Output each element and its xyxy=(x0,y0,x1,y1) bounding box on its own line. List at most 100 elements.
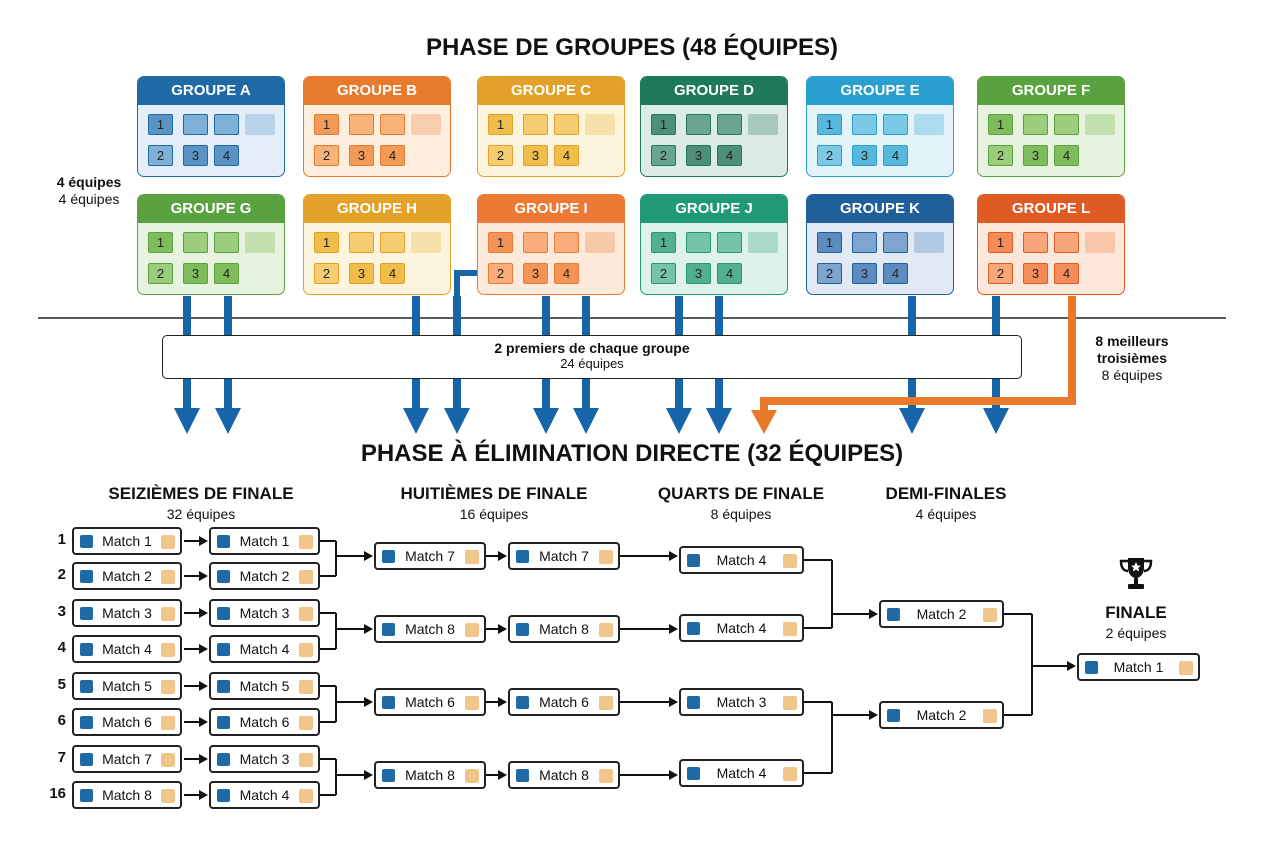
team-orange-marker xyxy=(161,789,175,803)
match-label: Match 8 xyxy=(539,621,589,637)
team-blue-marker xyxy=(217,643,230,656)
bracket-arrowhead xyxy=(498,551,507,561)
match-box-round16[interactable]: Match 6 xyxy=(374,688,486,716)
qualifier-arrow-head xyxy=(174,408,200,434)
match-box-round32[interactable]: Match 2 xyxy=(209,562,320,590)
match-box-round32[interactable]: Match 1 xyxy=(209,527,320,555)
match-box-round32[interactable]: Match 7 xyxy=(72,745,182,773)
stage-name: QUARTS DE FINALE xyxy=(657,484,825,503)
team-slot xyxy=(349,114,374,135)
bracket-arrowhead xyxy=(199,644,208,654)
team-orange-marker xyxy=(783,622,797,636)
team-blue-marker xyxy=(217,789,230,802)
match-label: Match 8 xyxy=(539,767,589,783)
team-slot: 1 xyxy=(651,114,676,135)
match-label: Match 7 xyxy=(405,548,455,564)
match-box-semi[interactable]: Match 2 xyxy=(879,600,1004,628)
team-slot xyxy=(554,114,579,135)
team-slot-empty xyxy=(585,232,615,253)
match-box-round16[interactable]: Match 8 xyxy=(374,615,486,643)
team-slot: 2 xyxy=(488,263,513,284)
match-box-round16[interactable]: Match 8 xyxy=(374,761,486,789)
team-blue-marker xyxy=(217,570,230,583)
team-orange-marker xyxy=(599,623,613,637)
match-box-round32[interactable]: Match 3 xyxy=(209,599,320,627)
team-slot xyxy=(214,232,239,253)
match-label: Match 2 xyxy=(239,568,290,584)
match-label: Match 5 xyxy=(102,678,152,694)
match-box-round32[interactable]: Match 4 xyxy=(209,635,320,663)
team-orange-marker xyxy=(465,696,479,710)
match-box-round32[interactable]: Match 2 xyxy=(72,562,182,590)
team-slot: 4 xyxy=(380,263,405,284)
match-box-round16[interactable]: Match 8 xyxy=(508,615,620,643)
qualifier-arrow-head xyxy=(444,408,470,434)
team-slot xyxy=(717,232,742,253)
match-label: Match 3 xyxy=(239,751,290,767)
team-orange-marker xyxy=(299,680,313,694)
match-box-round32[interactable]: Match 5 xyxy=(209,672,320,700)
match-box-final[interactable]: Match 1 xyxy=(1077,653,1200,681)
team-blue-marker xyxy=(382,550,395,563)
team-slot: 3 xyxy=(349,145,374,166)
stage-count: 32 équipes xyxy=(166,506,236,522)
final-count: 2 équipes xyxy=(1105,625,1167,641)
seed-number: 1 xyxy=(57,531,66,548)
match-box-quarter[interactable]: Match 4 xyxy=(679,614,804,642)
match-box-round32[interactable]: Match 5 xyxy=(72,672,182,700)
team-orange-marker xyxy=(299,753,313,767)
seed-number: 16 xyxy=(49,785,66,802)
match-box-semi[interactable]: Match 2 xyxy=(879,701,1004,729)
team-slot-empty xyxy=(914,232,944,253)
team-slot: 4 xyxy=(883,145,908,166)
team-blue-marker xyxy=(80,680,93,693)
match-box-round32[interactable]: Match 6 xyxy=(72,708,182,736)
team-slot-empty xyxy=(914,114,944,135)
team-slot xyxy=(1023,232,1048,253)
team-slot-empty xyxy=(245,114,275,135)
bracket-arrowhead xyxy=(669,624,678,634)
bracket-arrowhead xyxy=(498,697,507,707)
team-blue-marker xyxy=(382,623,395,636)
team-slot: 4 xyxy=(214,263,239,284)
team-slot xyxy=(686,232,711,253)
match-box-round32[interactable]: Match 8 xyxy=(72,781,182,809)
match-box-quarter[interactable]: Match 3 xyxy=(679,688,804,716)
team-slot xyxy=(717,114,742,135)
team-slot: 2 xyxy=(988,263,1013,284)
bracket-arrowhead xyxy=(199,536,208,546)
match-box-quarter[interactable]: Match 4 xyxy=(679,759,804,787)
match-label: Match 1 xyxy=(239,533,290,549)
match-box-round16[interactable]: Match 7 xyxy=(374,542,486,570)
match-box-quarter[interactable]: Match 4 xyxy=(679,546,804,574)
team-slot-empty xyxy=(585,114,615,135)
team-slot: 4 xyxy=(1054,145,1079,166)
team-blue-marker xyxy=(80,716,93,729)
match-label: Match 1 xyxy=(102,533,152,549)
match-box-round32[interactable]: Match 6 xyxy=(209,708,320,736)
stage-round16: HUITIÈMES DE FINALE 16 équipes xyxy=(384,484,604,522)
team-slot: 3 xyxy=(1023,145,1048,166)
team-slot: 2 xyxy=(314,145,339,166)
match-box-round32[interactable]: Match 1 xyxy=(72,527,182,555)
best-thirds-arrow-head xyxy=(751,410,777,434)
match-box-round16[interactable]: Match 6 xyxy=(508,688,620,716)
match-box-round16[interactable]: Match 7 xyxy=(508,542,620,570)
match-box-round32[interactable]: Match 4 xyxy=(209,781,320,809)
team-slot: 3 xyxy=(523,263,548,284)
qualifier-arrow-head xyxy=(215,408,241,434)
match-box-round32[interactable]: Match 3 xyxy=(209,745,320,773)
team-blue-marker xyxy=(687,554,700,567)
team-blue-marker xyxy=(516,696,529,709)
team-blue-marker xyxy=(382,696,395,709)
team-slot: 4 xyxy=(380,145,405,166)
match-box-round16[interactable]: Match 8 xyxy=(508,761,620,789)
stage-quarters: QUARTS DE FINALE 8 équipes xyxy=(631,484,851,522)
team-orange-marker xyxy=(783,767,797,781)
team-orange-marker xyxy=(161,753,175,767)
match-box-round32[interactable]: Match 4 xyxy=(72,635,182,663)
match-box-round32[interactable]: Match 3 xyxy=(72,599,182,627)
team-slot-empty xyxy=(411,232,441,253)
